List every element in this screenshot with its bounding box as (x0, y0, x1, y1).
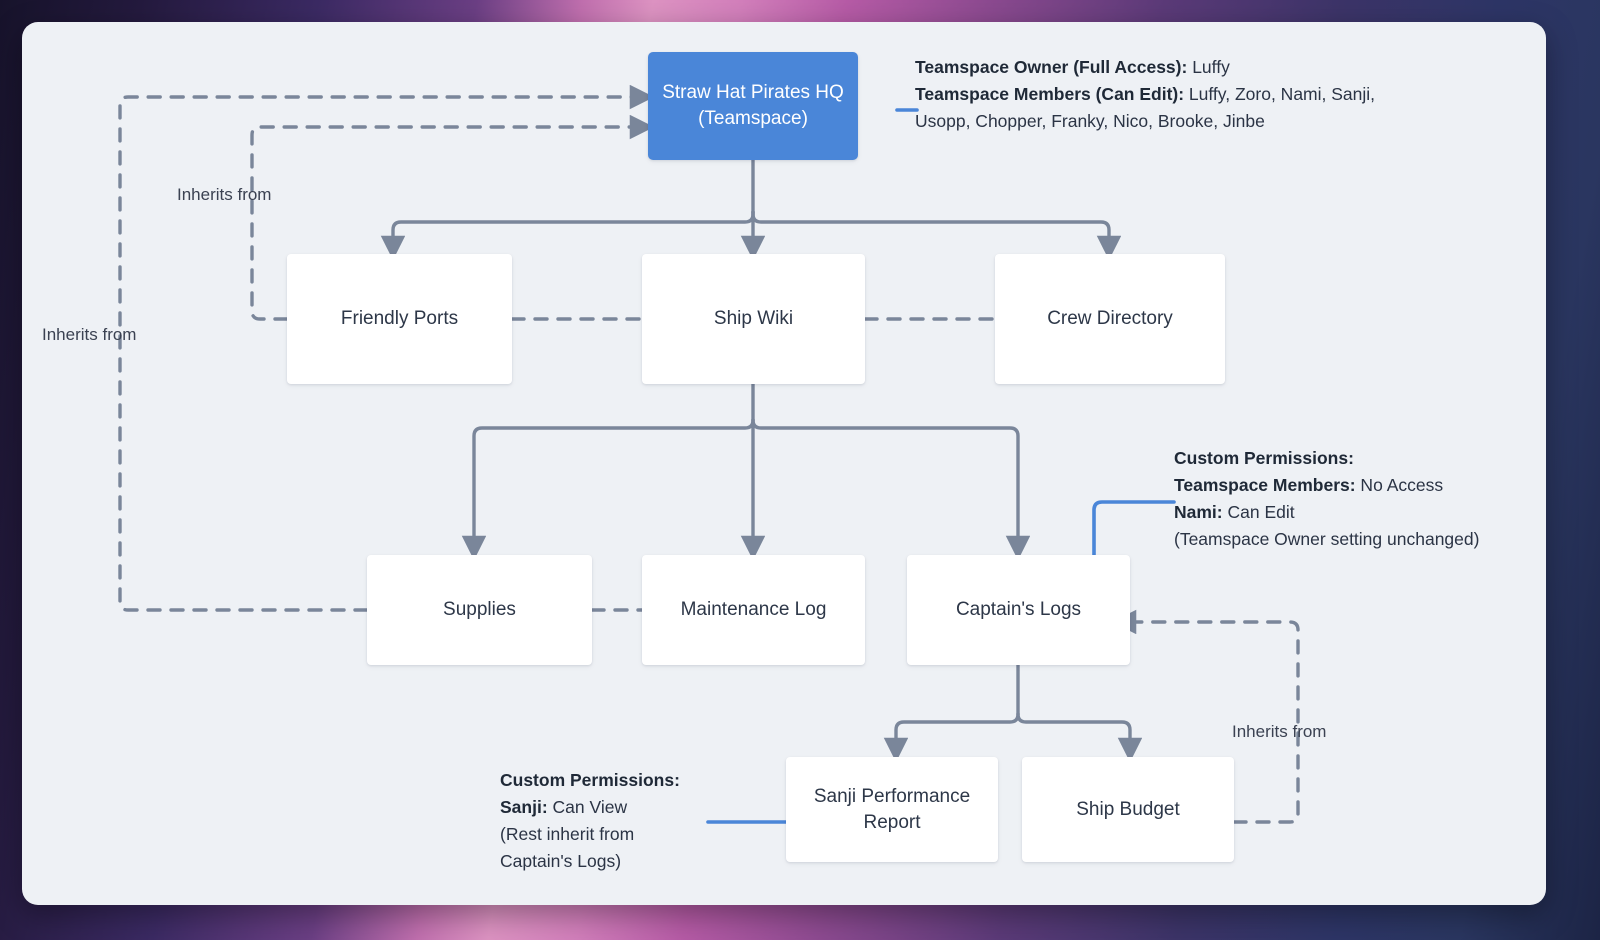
node-root-line1: Straw Hat Pirates HQ (662, 82, 844, 104)
annotation-captains-logs-line2-rest: No Access (1355, 475, 1444, 496)
annotation-captains-logs-line1: Custom Permissions: (1174, 445, 1534, 472)
edge-label-inherits-from-far-left: Inherits from (42, 325, 137, 344)
node-sanji-report-line2: Report (863, 811, 921, 833)
edge-inherits-shipbudget-to-captainslogs (1111, 609, 1300, 824)
edge-label-inherits-from-right: Inherits from (1232, 722, 1327, 741)
annotation-root-line2: Teamspace Members (Can Edit): Luffy, Zor… (915, 81, 1435, 108)
annotation-root-line3: Usopp, Chopper, Franky, Nico, Brooke, Ji… (915, 111, 1265, 132)
annotation-sanji-report-line2-rest: Can View (547, 797, 628, 818)
annotation-root-line1-bold: Teamspace Owner (Full Access): (915, 57, 1188, 77)
node-maintenance-log-label: Maintenance Log (680, 599, 827, 621)
node-straw-hat-pirates-hq[interactable]: Straw Hat Pirates HQ (Teamspace) (648, 52, 858, 160)
node-supplies[interactable]: Supplies (367, 555, 592, 665)
node-ship-wiki-label: Ship Wiki (713, 308, 794, 330)
annotation-root-line1: Teamspace Owner (Full Access): Luffy (915, 54, 1435, 81)
node-captains-logs-label: Captain's Logs (955, 599, 1082, 621)
annotation-captains-logs-line2-bold: Teamspace Members: (1174, 475, 1356, 496)
node-friendly-ports-label: Friendly Ports (340, 308, 459, 330)
edge-inherits-friendlyports-to-root (250, 114, 655, 321)
edge-captainslogs-to-ship-budget (1016, 712, 1143, 763)
annotation-captains-logs-permissions: Custom Permissions: Teamspace Members: N… (1174, 445, 1534, 554)
node-ship-budget-label: Ship Budget (1076, 798, 1180, 820)
annotation-sanji-report-line2: Sanji: Can View (500, 794, 710, 821)
annotation-sanji-report-line1-bold: Custom Permissions: (500, 770, 680, 790)
annotation-sanji-report-line1: Custom Permissions: (500, 767, 710, 794)
edge-shipwiki-to-supplies (461, 418, 755, 561)
annotation-sanji-report-line4: Captain's Logs) (500, 851, 622, 872)
annotation-sanji-report-permissions: Custom Permissions: Sanji: Can View (Res… (500, 767, 710, 876)
node-sanji-performance-report[interactable]: Sanji Performance Report (786, 757, 998, 862)
annotation-captains-logs-line3-bold: Nami: (1174, 502, 1223, 523)
node-crew-directory-label: Crew Directory (1047, 308, 1173, 330)
edge-root-to-friendly-ports (380, 210, 755, 261)
node-captains-logs[interactable]: Captain's Logs (907, 555, 1130, 665)
edge-inherits-supplies-to-root (118, 84, 655, 612)
node-ship-wiki[interactable]: Ship Wiki (642, 254, 865, 384)
annotation-sanji-report-line3: (Rest inherit from (500, 824, 635, 845)
annotation-sanji-report-line2-bold: Sanji: (500, 797, 548, 818)
edge-shipwiki-to-captains-logs (751, 418, 1031, 561)
leader-captainslogs-annotation (1092, 500, 1176, 564)
annotation-captains-logs-line2: Teamspace Members: No Access (1174, 472, 1534, 499)
edge-root-to-crew-directory (751, 210, 1122, 261)
diagram-canvas: Straw Hat Pirates HQ (Teamspace) Friendl… (22, 22, 1546, 905)
annotation-captains-logs-line1-bold: Custom Permissions: (1174, 448, 1354, 468)
node-crew-directory[interactable]: Crew Directory (995, 254, 1225, 384)
edge-captainslogs-to-sanji-report (883, 712, 1020, 763)
connector-layer (118, 84, 1300, 824)
annotation-root-permissions: Teamspace Owner (Full Access): Luffy Tea… (915, 54, 1435, 135)
node-maintenance-log[interactable]: Maintenance Log (642, 555, 865, 665)
node-sanji-report-line1: Sanji Performance (813, 785, 971, 807)
annotation-root-line1-rest: Luffy (1187, 57, 1230, 77)
annotation-captains-logs-line3: Nami: Can Edit (1174, 499, 1534, 526)
annotation-captains-logs-line4: (Teamspace Owner setting unchanged) (1174, 529, 1480, 550)
annotation-captains-logs-line3-rest: Can Edit (1222, 502, 1295, 523)
node-ship-budget[interactable]: Ship Budget (1022, 757, 1234, 862)
annotation-root-line2-rest: Luffy, Zoro, Nami, Sanji, (1184, 84, 1376, 105)
node-friendly-ports[interactable]: Friendly Ports (287, 254, 512, 384)
edge-label-inherits-from-near-left: Inherits from (177, 185, 272, 204)
annotation-root-line2-bold: Teamspace Members (Can Edit): (915, 84, 1185, 105)
node-supplies-label: Supplies (443, 599, 516, 621)
node-root-line2: (Teamspace) (698, 108, 808, 129)
